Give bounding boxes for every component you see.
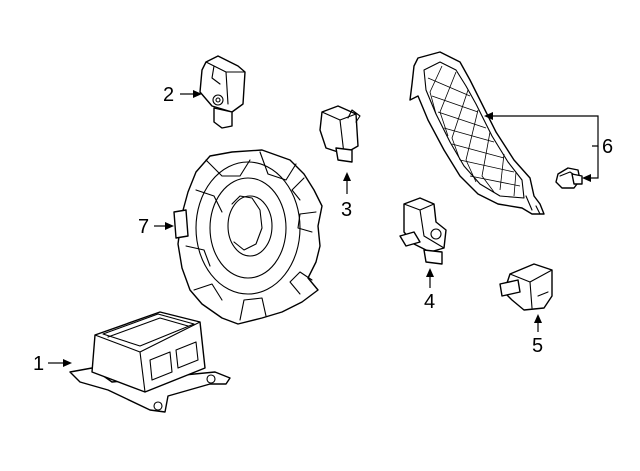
- part-5-sensor: [499, 263, 553, 311]
- leader-3: [343, 172, 351, 194]
- callout-7: 7: [138, 216, 149, 238]
- leader-7: [154, 222, 174, 230]
- leader-4: [426, 268, 434, 288]
- part-6-trim-panel: [409, 51, 545, 215]
- callout-2: 2: [163, 84, 174, 106]
- part-7-clock-spring: [173, 149, 323, 325]
- part-4-sensor: [399, 197, 447, 265]
- callout-6: 6: [602, 136, 613, 158]
- leader-6: [484, 112, 599, 182]
- leader-1: [48, 359, 72, 367]
- leader-5: [534, 314, 542, 332]
- callout-1: 1: [33, 353, 44, 375]
- part-2-sensor: [199, 55, 246, 129]
- leader-2: [180, 90, 202, 98]
- callout-3: 3: [341, 199, 352, 221]
- callout-4: 4: [424, 291, 435, 313]
- part-1-control-module: [69, 311, 231, 413]
- callout-5: 5: [532, 335, 543, 357]
- part-3-sensor: [319, 105, 361, 163]
- part-6-clip: [555, 167, 583, 189]
